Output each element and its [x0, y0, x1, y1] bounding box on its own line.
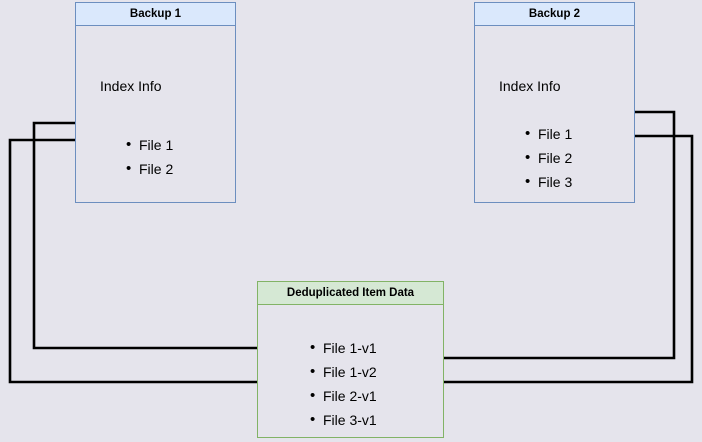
node-backup-1[interactable]: Backup 1 Index Info File 1 File 2 — [75, 2, 236, 203]
node-deduplicated-item-data[interactable]: Deduplicated Item Data File 1-v1 File 1-… — [257, 281, 444, 438]
backup-2-file-list: File 1 File 2 File 3 — [522, 122, 572, 194]
backup-2-index-label: Index Info — [499, 78, 561, 94]
backup-2-file-item[interactable]: File 2 — [525, 146, 572, 170]
node-dedup-body: File 1-v1 File 1-v2 File 2-v1 File 3-v1 — [257, 305, 444, 438]
backup-1-file-list: File 1 File 2 — [123, 133, 173, 181]
node-backup-1-body: Index Info File 1 File 2 — [75, 26, 236, 203]
backup-2-file-item[interactable]: File 3 — [525, 170, 572, 194]
dedup-file-list: File 1-v1 File 1-v2 File 2-v1 File 3-v1 — [307, 336, 377, 432]
backup-2-file-item[interactable]: File 1 — [525, 122, 572, 146]
node-dedup-header: Deduplicated Item Data — [257, 281, 444, 305]
dedup-file-item[interactable]: File 1-v1 — [310, 336, 377, 360]
dedup-file-item[interactable]: File 3-v1 — [310, 408, 377, 432]
backup-1-file-item[interactable]: File 2 — [126, 157, 173, 181]
node-backup-2-header: Backup 2 — [474, 2, 635, 26]
node-backup-1-header: Backup 1 — [75, 2, 236, 26]
node-backup-2-body: Index Info File 1 File 2 File 3 — [474, 26, 635, 203]
dedup-file-item[interactable]: File 1-v2 — [310, 360, 377, 384]
node-backup-2[interactable]: Backup 2 Index Info File 1 File 2 File 3 — [474, 2, 635, 203]
backup-1-index-label: Index Info — [100, 78, 162, 94]
backup-1-file-item[interactable]: File 1 — [126, 133, 173, 157]
dedup-file-item[interactable]: File 2-v1 — [310, 384, 377, 408]
